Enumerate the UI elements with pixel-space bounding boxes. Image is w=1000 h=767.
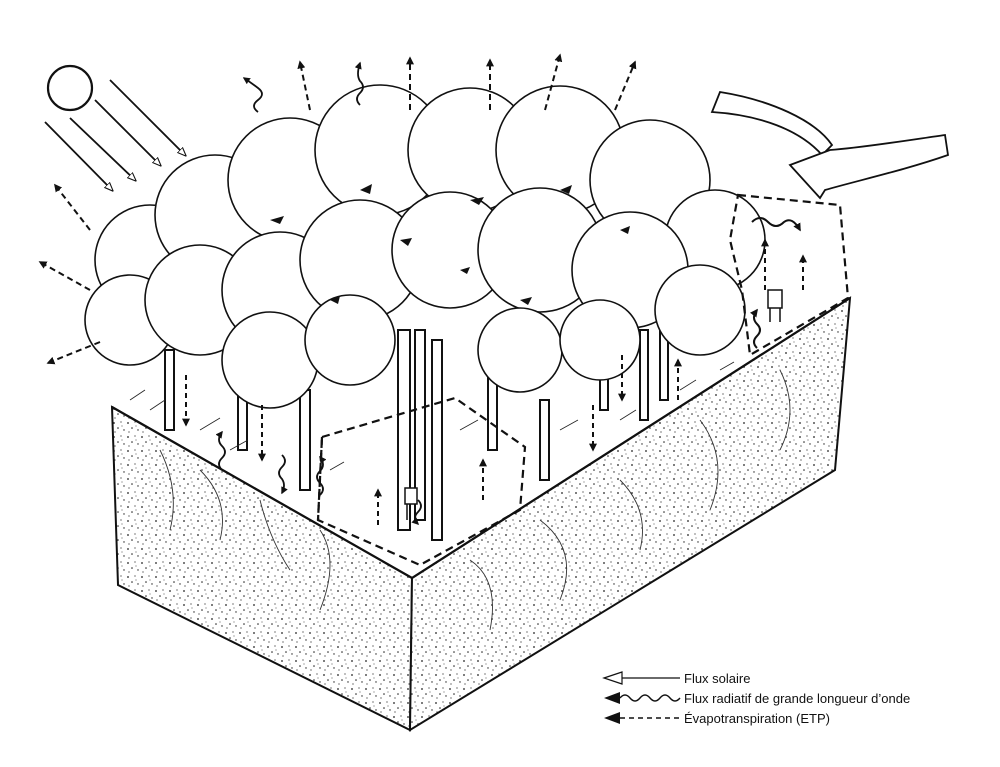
soil-block [110, 296, 852, 732]
longwave-arrows-under-canopy [215, 430, 422, 526]
legend-item-etp: Évapotranspiration (ETP) [600, 708, 990, 728]
undergrowth-hatching [129, 361, 735, 471]
hollow-arrow-icon [602, 671, 680, 685]
forest-canopy [84, 84, 766, 409]
measurement-instrument-icon [404, 289, 783, 520]
sun-icon [46, 64, 94, 112]
legend-label-solar: Flux solaire [684, 670, 751, 686]
legend: Flux solaire Flux radiatif de grande lon… [600, 668, 990, 728]
legend-label-longwave: Flux radiatif de grande longueur d’onde [684, 690, 911, 706]
ground-surface-edge [111, 297, 851, 580]
soil-front-face [110, 405, 414, 732]
solar-flux-arrows [44, 79, 185, 190]
wind-arrow-icon [710, 90, 950, 200]
wavy-arrow-icon [604, 692, 681, 704]
longwave-arrows-canopy [242, 61, 364, 113]
clearing-flux-arrows [749, 217, 807, 349]
legend-label-etp: Évapotranspiration (ETP) [684, 710, 830, 726]
dashed-arrow-icon [604, 712, 680, 724]
legend-item-solar: Flux solaire [600, 668, 990, 688]
legend-item-longwave: Flux radiatif de grande longueur d’onde [600, 688, 990, 708]
etp-arrows-canopy [38, 53, 637, 365]
etp-arrows-under-canopy [182, 355, 682, 525]
root-lines [159, 369, 791, 631]
control-volume-under-canopy [316, 396, 527, 567]
